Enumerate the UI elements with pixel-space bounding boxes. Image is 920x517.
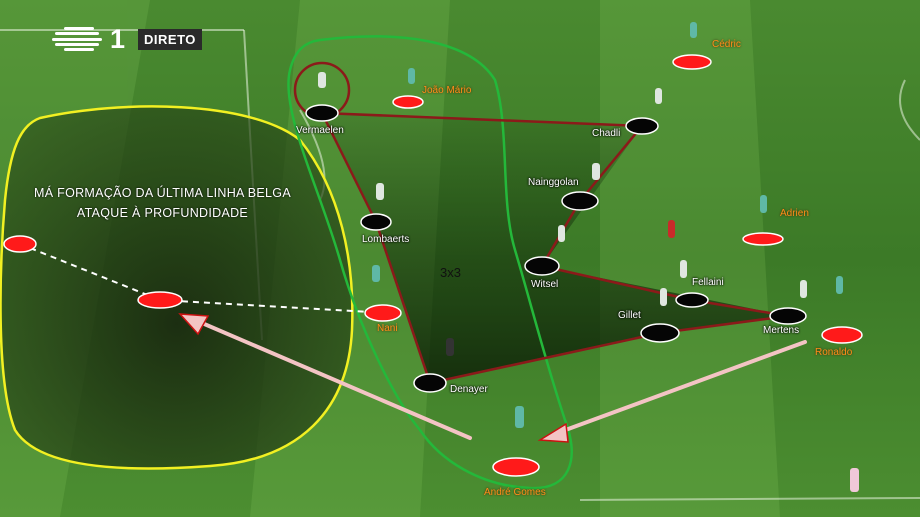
marker-gillet — [640, 323, 680, 343]
label-ronaldo: Ronaldo — [815, 347, 853, 358]
marker-adrien — [742, 232, 784, 246]
zone-label: 3x3 — [440, 265, 461, 280]
player-figures — [318, 22, 859, 492]
channel-number: 1 — [110, 23, 126, 54]
marker-space-left — [3, 235, 37, 253]
belgium-markers — [305, 104, 807, 393]
marker-andre-gomes — [492, 457, 540, 477]
label-adrien: Adrien — [780, 208, 809, 219]
broadcast-overlay: 1 DIRETO — [52, 23, 202, 54]
passing-lanes — [19, 243, 371, 313]
pressure-zone-outline — [287, 35, 573, 490]
run-arrows — [193, 318, 807, 440]
annotation-line-2: ATAQUE À PROFUNDIDADE — [76, 206, 249, 220]
live-badge: DIRETO — [138, 28, 202, 50]
marker-ronaldo — [821, 326, 863, 344]
rtp-logo-icon — [52, 27, 102, 51]
marker-chadli — [625, 117, 659, 135]
marker-nani — [364, 304, 402, 322]
label-nainggolan: Nainggolan — [528, 177, 579, 188]
label-witsel: Witsel — [531, 279, 559, 290]
label-denayer: Denayer — [450, 384, 488, 395]
marker-fellaini — [675, 292, 709, 308]
label-fellaini: Fellaini — [692, 277, 724, 288]
label-mertens: Mertens — [763, 325, 800, 336]
label-lombaerts: Lombaerts — [362, 234, 410, 245]
marker-lombaerts — [360, 213, 392, 231]
label-vermaelen: Vermaelen — [296, 125, 344, 136]
marker-denayer — [413, 373, 447, 393]
label-joao-mario: João Mário — [422, 85, 472, 96]
marker-joao-mario — [392, 95, 424, 109]
label-nani: Nani — [377, 323, 398, 334]
marker-mertens — [769, 307, 807, 325]
marker-witsel — [524, 256, 560, 276]
marker-nainggolan — [561, 191, 599, 211]
label-gillet: Gillet — [618, 310, 641, 321]
label-chadli: Chadli — [592, 128, 621, 139]
marker-space-center — [137, 291, 183, 309]
defensive-zone-fill — [322, 113, 788, 383]
portugal-markers — [3, 54, 863, 477]
annotation-line-1: MÁ FORMAÇÃO DA ÚLTIMA LINHA BELGA — [34, 186, 291, 200]
marker-vermaelen — [305, 104, 339, 122]
arrowhead-nani-run — [178, 313, 210, 336]
label-cedric: Cédric — [712, 39, 741, 50]
space-zone-outline — [0, 105, 354, 470]
arrowhead-ronaldo-run — [537, 422, 569, 443]
marker-cedric — [672, 54, 712, 70]
label-andre-gomes: André Gomes — [484, 487, 546, 498]
